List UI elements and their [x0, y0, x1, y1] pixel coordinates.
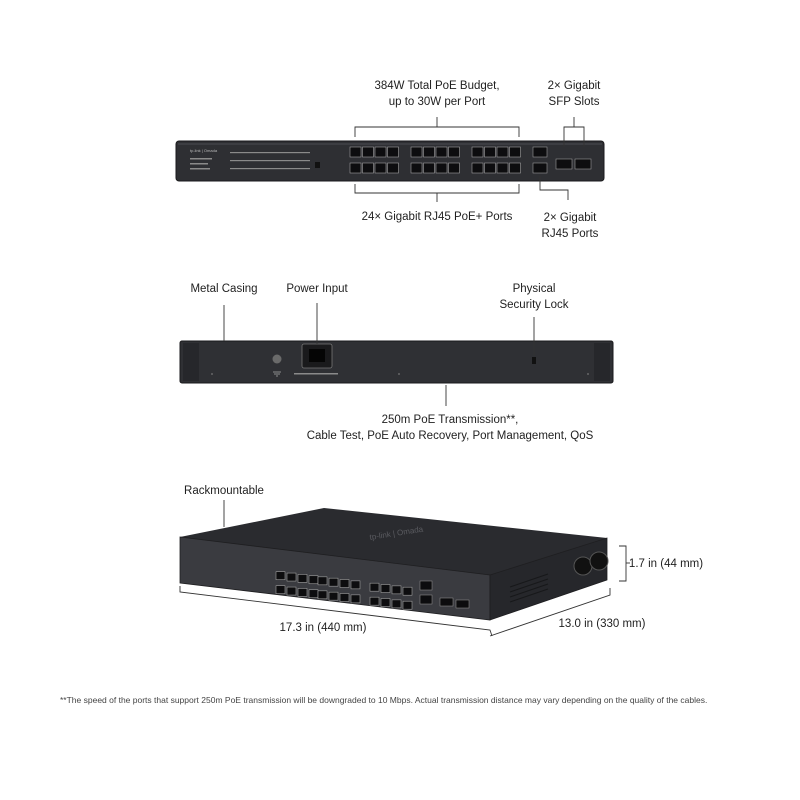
rj45-port	[380, 598, 391, 607]
label-security-lock: Physical Security Lock	[484, 281, 584, 313]
rj45-port	[350, 594, 361, 604]
label-security-line1: Physical	[512, 283, 556, 295]
rj45-port	[328, 591, 339, 601]
fan-icon	[589, 551, 609, 571]
sfp-slots	[555, 158, 592, 170]
label-sfp-line1: 2× Gigabit	[547, 80, 601, 92]
label-rj45-ports: 2× Gigabit RJ45 Ports	[530, 210, 610, 242]
label-rackmountable-text: Rackmountable	[184, 485, 264, 497]
rj45-port	[374, 146, 387, 158]
rj45-port	[496, 162, 509, 174]
rj45-port	[387, 146, 399, 158]
rj45-uplink-ports	[532, 146, 548, 174]
label-metal-casing-text: Metal Casing	[190, 283, 258, 295]
label-depth-text: 13.0 in (330 mm)	[558, 618, 646, 630]
rj45-port	[374, 162, 387, 174]
iso-dimension-lines	[179, 500, 630, 637]
label-features: 250m PoE Transmission**, Cable Test, PoE…	[290, 412, 610, 444]
rj45-port	[297, 574, 308, 583]
rj45-port	[402, 600, 413, 610]
rj45-port	[328, 577, 339, 587]
rj45-port	[349, 162, 362, 174]
rj45-port	[448, 162, 460, 174]
label-poe-budget-line1: 384W Total PoE Budget,	[374, 80, 500, 92]
rj45-port	[362, 162, 374, 174]
rj45-port	[308, 575, 319, 585]
rj45-port	[410, 162, 423, 174]
label-power-input-text: Power Input	[286, 283, 348, 295]
label-sfp-line2: SFP Slots	[548, 96, 600, 108]
rj45-port	[275, 571, 286, 581]
label-features-line1: 250m PoE Transmission**,	[381, 414, 519, 426]
label-security-line2: Security Lock	[499, 299, 569, 311]
label-rj45-line1: 2× Gigabit	[543, 212, 597, 224]
isometric-switch: tp-link | Omada	[179, 500, 630, 637]
rj45-port	[369, 596, 380, 606]
security-lock-slot	[532, 357, 536, 364]
rj45-port	[369, 582, 380, 592]
side-vents	[509, 573, 549, 603]
front-brand-text: tp-link | Omada	[190, 148, 218, 153]
rj45-port	[410, 146, 423, 158]
label-height: 1.7 in (44 mm)	[628, 556, 704, 572]
rear-panel	[179, 303, 614, 406]
rj45-port	[380, 584, 391, 593]
rj45-port	[391, 599, 402, 609]
rj45-port	[423, 146, 435, 158]
ground-icon	[273, 371, 281, 377]
rj45-port	[275, 585, 286, 595]
rj45-port	[297, 588, 308, 597]
rj45-port	[317, 590, 328, 600]
rj45-port	[471, 162, 484, 174]
label-rj45-line2: RJ45 Ports	[541, 228, 599, 240]
ground-screw	[272, 354, 282, 364]
rear-callout-lines	[223, 303, 535, 406]
label-rackmountable: Rackmountable	[174, 483, 274, 499]
rj45-port	[435, 162, 448, 174]
rj45-port	[308, 589, 319, 599]
rj45-port	[350, 580, 361, 590]
footnote: **The speed of the ports that support 25…	[60, 695, 708, 705]
label-width-text: 17.3 in (440 mm)	[279, 622, 367, 634]
rj45-port	[509, 146, 521, 158]
rj45-port	[484, 146, 496, 158]
fan-icon	[573, 556, 593, 576]
iso-ports	[275, 571, 413, 610]
label-sfp-slots: 2× Gigabit SFP Slots	[534, 78, 614, 110]
label-power-input: Power Input	[267, 281, 367, 297]
reset-button	[315, 162, 320, 168]
rj45-port	[509, 162, 521, 174]
label-depth: 13.0 in (330 mm)	[552, 616, 652, 632]
rj45-port	[362, 146, 374, 158]
label-features-line2: Cable Test, PoE Auto Recovery, Port Mana…	[306, 430, 594, 442]
rj45-port	[339, 593, 350, 602]
rj45-port	[448, 146, 460, 158]
rj45-port	[402, 586, 413, 596]
rj45-port	[349, 146, 362, 158]
front-panel: tp-link | Omada	[175, 117, 605, 202]
rj45-port	[286, 572, 297, 582]
label-poe-budget: 384W Total PoE Budget, up to 30W per Por…	[362, 78, 512, 110]
label-height-text: 1.7 in (44 mm)	[628, 558, 704, 570]
front-callout-lines	[354, 117, 585, 202]
rj45-port	[317, 576, 328, 586]
rj45-port	[286, 586, 297, 596]
rj45-port	[423, 162, 435, 174]
rj45-poe-ports	[349, 146, 521, 174]
rj45-port	[471, 146, 484, 158]
label-poe-budget-line2: up to 30W per Port	[388, 96, 486, 108]
label-rj45-poe-ports: 24× Gigabit RJ45 PoE+ Ports	[342, 209, 532, 225]
label-width: 17.3 in (440 mm)	[268, 620, 378, 636]
label-metal-casing: Metal Casing	[174, 281, 274, 297]
rj45-port	[484, 162, 496, 174]
led-panel	[190, 152, 310, 170]
label-rj45-poe-text: 24× Gigabit RJ45 PoE+ Ports	[361, 211, 513, 223]
rj45-port	[387, 162, 399, 174]
rj45-port	[339, 579, 350, 588]
rj45-port	[435, 146, 448, 158]
rj45-port	[391, 585, 402, 595]
rj45-port	[496, 146, 509, 158]
